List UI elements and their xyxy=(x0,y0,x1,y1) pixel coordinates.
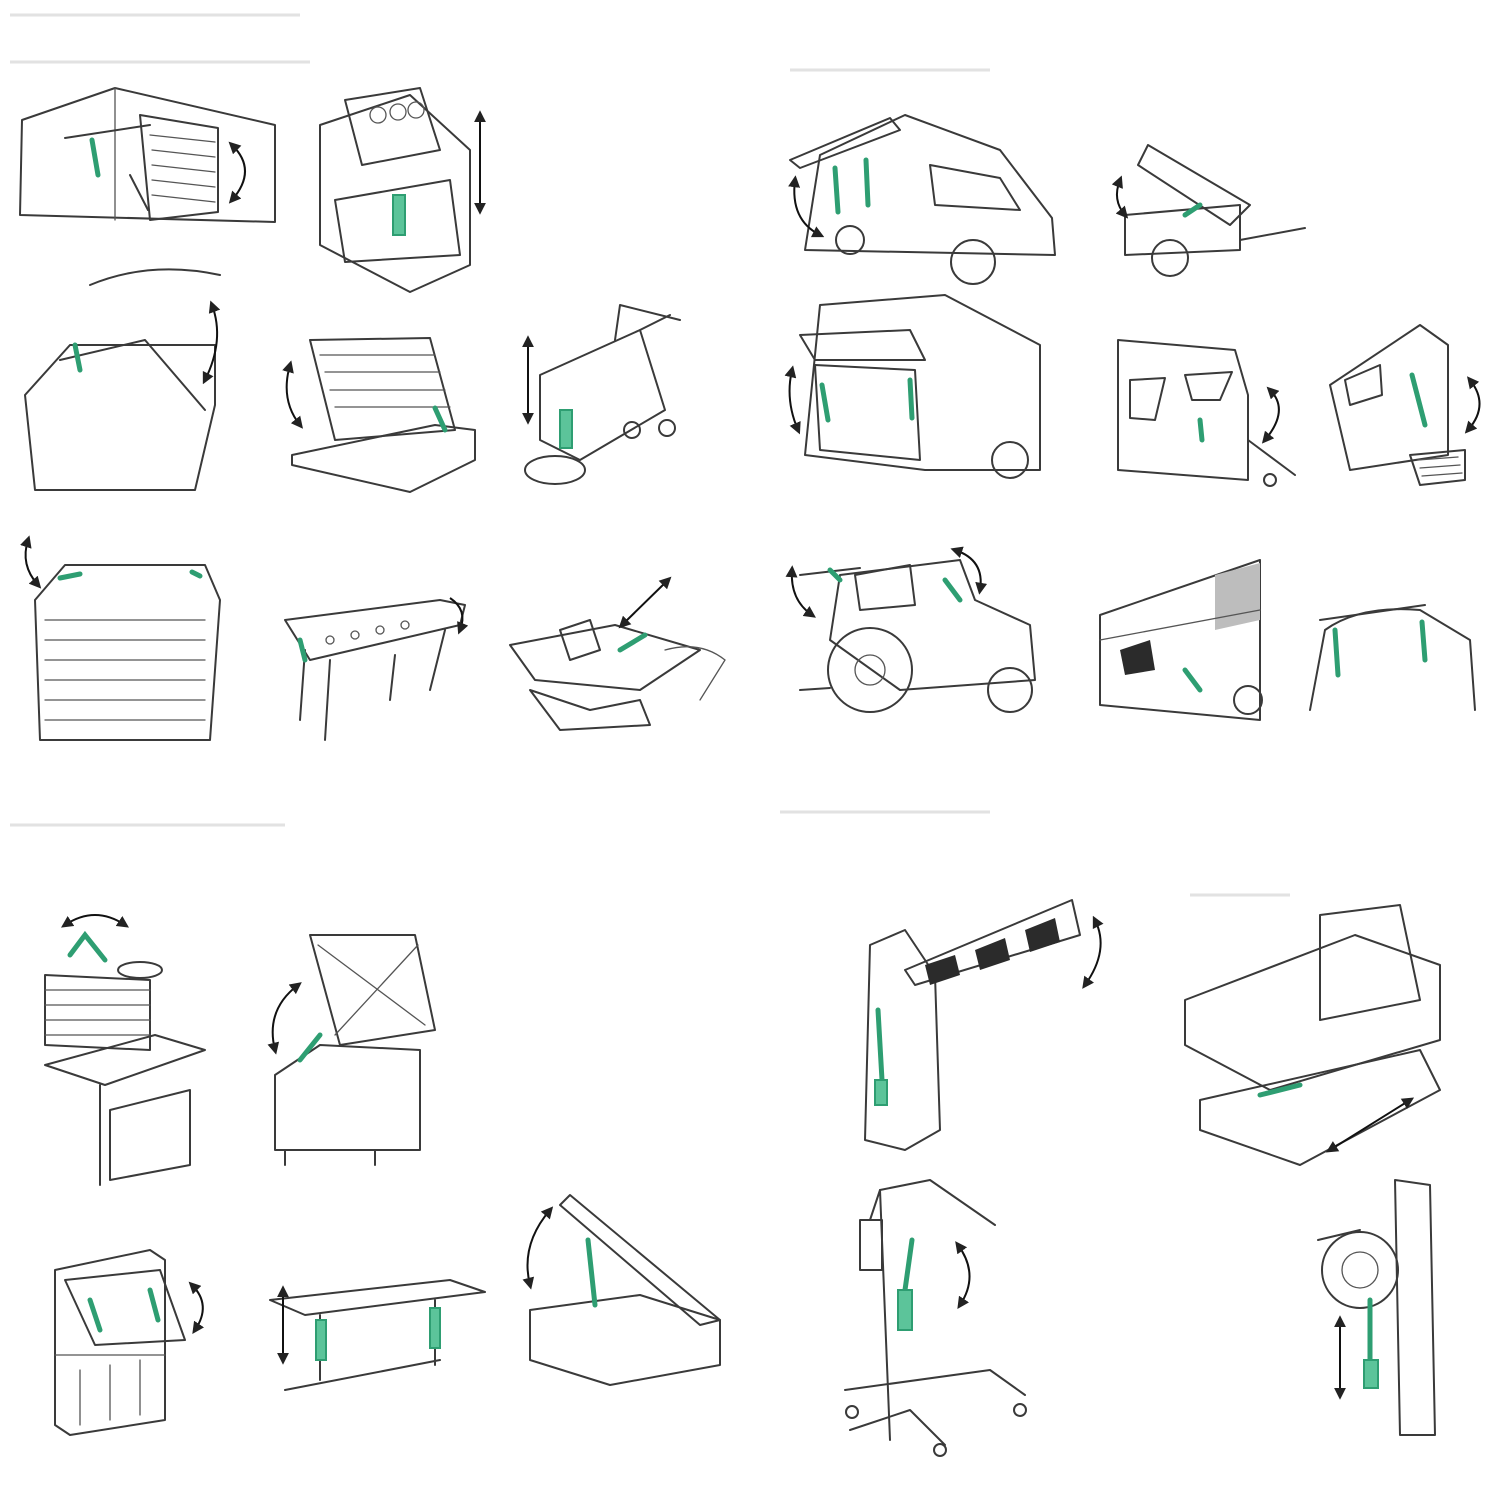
illustration-trailer-lid xyxy=(1111,144,1306,277)
illustration-tractor-cab xyxy=(785,546,1036,713)
illustration-aquarium-cabinet xyxy=(319,87,486,293)
illustration-floor-scrubber xyxy=(522,304,681,485)
illustration-patient-lift xyxy=(844,1179,1027,1457)
illustration-market-stall xyxy=(20,535,221,741)
illustration-cabinet-flap xyxy=(54,1249,205,1436)
illustration-camper-hatch xyxy=(1117,339,1296,487)
illustration-floor-hatch xyxy=(522,1194,721,1386)
faint-header-remnants xyxy=(10,13,1290,897)
illustration-storage-bed xyxy=(282,337,476,493)
illustration-barrier-gate xyxy=(864,899,1104,1151)
illustration-lift-desk xyxy=(269,1279,486,1391)
illustration-tilting-kettle xyxy=(267,934,436,1166)
illustration-van-step xyxy=(1329,324,1481,486)
illustration-hospital-bed xyxy=(1184,904,1441,1166)
illustration-wall-valve xyxy=(1317,1179,1436,1436)
illustration-workbench xyxy=(44,914,206,1186)
illustration-display-counter xyxy=(24,268,221,491)
illustration-bus-side-flap xyxy=(1099,559,1263,721)
illustration-foosball-table xyxy=(284,597,469,741)
illustration-warehouse-door xyxy=(19,87,276,223)
illustration-roller-conveyor xyxy=(509,576,726,731)
illustration-car-roof xyxy=(1309,604,1476,711)
illustration-food-truck xyxy=(788,114,1056,285)
illustration-bus-rear-door xyxy=(784,294,1041,479)
